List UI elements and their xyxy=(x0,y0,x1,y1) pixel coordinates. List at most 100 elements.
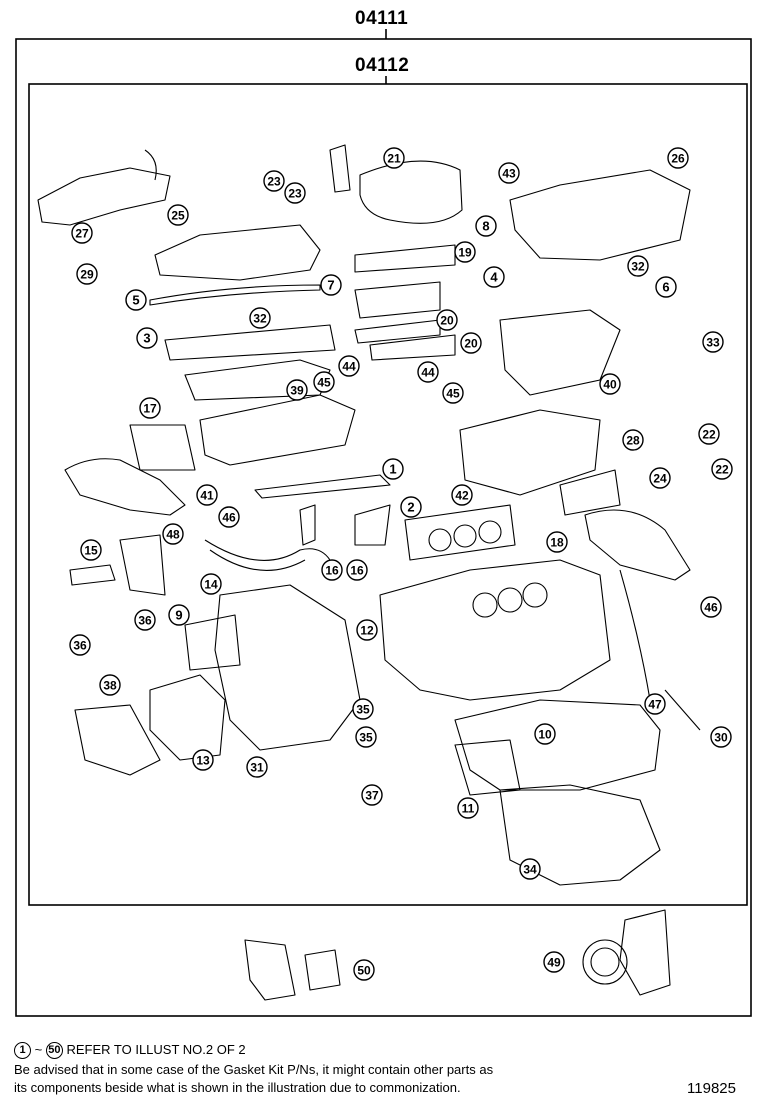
callout-30: 30 xyxy=(710,726,732,748)
callout-label: 11 xyxy=(462,802,475,816)
callout-circle xyxy=(355,726,377,748)
callout-48: 48 xyxy=(162,523,184,545)
callout-label: 36 xyxy=(73,639,87,653)
callout-20: 20 xyxy=(460,332,482,354)
callout-circle xyxy=(698,423,720,445)
refer-text: REFER TO ILLUST NO.2 OF 2 xyxy=(66,1042,246,1057)
callout-label: 22 xyxy=(702,428,716,442)
callout-label: 44 xyxy=(342,360,356,374)
callout-label: 30 xyxy=(714,731,728,745)
callout-circle xyxy=(546,531,568,553)
callout-circle xyxy=(192,749,214,771)
range-start-callout: 1 xyxy=(14,1042,31,1060)
callout-46: 46 xyxy=(218,506,240,528)
callout-circle xyxy=(99,674,121,696)
callout-circle xyxy=(498,162,520,184)
callout-label: 37 xyxy=(365,789,379,803)
callout-label: 41 xyxy=(200,489,214,503)
callout-circle xyxy=(218,506,240,528)
callout-circle xyxy=(543,951,565,973)
callout-circle xyxy=(338,355,360,377)
callout-label: 10 xyxy=(538,728,552,742)
callout-12: 12 xyxy=(356,619,378,641)
callout-label: 12 xyxy=(360,624,374,638)
callout-38: 38 xyxy=(99,674,121,696)
callout-label: 49 xyxy=(547,956,561,970)
callout-circle xyxy=(436,309,458,331)
callout-label: 16 xyxy=(325,564,339,578)
callout-circle xyxy=(200,573,222,595)
callout-circle xyxy=(534,723,556,745)
range-separator: ~ xyxy=(34,1042,43,1057)
callout-25: 25 xyxy=(167,204,189,226)
callout-5: 5 xyxy=(125,289,147,311)
callout-circle xyxy=(162,523,184,545)
callout-18: 18 xyxy=(546,531,568,553)
callout-circle xyxy=(667,147,689,169)
callout-circle xyxy=(622,429,644,451)
range-end-callout: 50 xyxy=(45,1042,63,1060)
callout-44: 44 xyxy=(417,361,439,383)
callout-label: 32 xyxy=(253,312,267,326)
callout-label: 1 xyxy=(389,462,396,477)
callout-45: 45 xyxy=(442,382,464,404)
callout-circle xyxy=(71,222,93,244)
callout-31: 31 xyxy=(246,756,268,778)
callout-47: 47 xyxy=(644,693,666,715)
callout-7: 7 xyxy=(320,274,342,296)
callout-16: 16 xyxy=(346,559,368,581)
callout-circle xyxy=(649,467,671,489)
callout-label: 26 xyxy=(671,152,685,166)
callout-label: 8 xyxy=(482,219,489,234)
callout-circle xyxy=(321,559,343,581)
callout-label: 14 xyxy=(204,578,218,592)
callout-label: 13 xyxy=(196,754,210,768)
callout-23: 23 xyxy=(284,182,306,204)
callout-circle xyxy=(80,539,102,561)
callout-label: 5 xyxy=(132,293,139,308)
callout-3: 3 xyxy=(136,327,158,349)
callout-label: 3 xyxy=(143,331,150,346)
callout-circle xyxy=(320,274,342,296)
callout-circle xyxy=(353,959,375,981)
callout-36: 36 xyxy=(134,609,156,631)
callout-10: 10 xyxy=(534,723,556,745)
callout-19: 19 xyxy=(454,241,476,263)
callout-label: 2 xyxy=(407,500,414,515)
callout-circle xyxy=(519,858,541,880)
callout-15: 15 xyxy=(80,539,102,561)
callout-14: 14 xyxy=(200,573,222,595)
callout-1: 1 xyxy=(382,458,404,480)
callout-label: 27 xyxy=(75,227,89,241)
callout-43: 43 xyxy=(498,162,520,184)
callout-label: 7 xyxy=(327,278,334,293)
callout-circle xyxy=(700,596,722,618)
callout-circle xyxy=(417,361,439,383)
footer-notice-line-2: its components beside what is shown in t… xyxy=(14,1080,461,1095)
callout-label: 32 xyxy=(631,260,645,274)
callout-label: 6 xyxy=(662,280,669,295)
callout-circle xyxy=(168,604,190,626)
callout-label: 42 xyxy=(455,489,469,503)
callout-circle xyxy=(139,397,161,419)
callout-circle xyxy=(263,170,285,192)
callout-label: 4 xyxy=(490,270,498,285)
callout-label: 35 xyxy=(356,703,370,717)
footer-refer-line: 1 ~ 50 REFER TO ILLUST NO.2 OF 2 xyxy=(14,1042,246,1060)
callout-label: 18 xyxy=(550,536,564,550)
callout-circle xyxy=(454,241,476,263)
callout-circle xyxy=(69,634,91,656)
callout-label: 20 xyxy=(440,314,454,328)
callout-circle xyxy=(451,484,473,506)
callout-label: 33 xyxy=(706,336,720,350)
callout-circle xyxy=(655,276,677,298)
callout-circle xyxy=(460,332,482,354)
callout-label: 23 xyxy=(267,175,281,189)
callout-24: 24 xyxy=(649,467,671,489)
callout-6: 6 xyxy=(655,276,677,298)
callout-36: 36 xyxy=(69,634,91,656)
callout-32: 32 xyxy=(627,255,649,277)
callout-label: 25 xyxy=(171,209,185,223)
